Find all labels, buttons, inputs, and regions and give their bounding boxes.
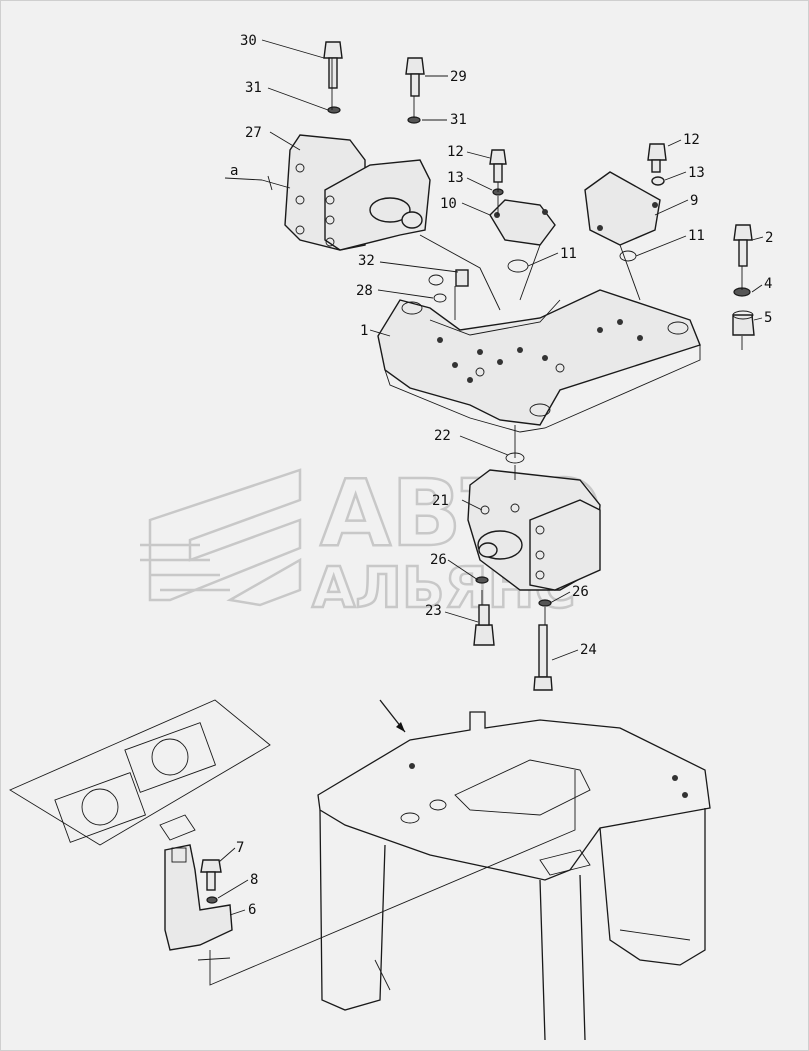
callout-30: 30 — [240, 33, 257, 49]
valve-assembly-upper — [284, 134, 431, 251]
callout-2: 2 — [765, 230, 773, 246]
callout-7: 7 — [236, 840, 244, 856]
tractor-frame — [317, 711, 711, 1041]
callout-21: 21 — [432, 493, 449, 509]
callout-27: 27 — [245, 125, 262, 141]
callout-labels: 30 29 31 31 27 a 12 12 13 13 10 9 11 11 … — [230, 33, 773, 918]
callout-11-right: 11 — [688, 228, 705, 244]
callout-1: 1 — [360, 323, 368, 339]
cover-plates — [489, 171, 661, 246]
callout-23: 23 — [425, 603, 442, 619]
bracket — [164, 844, 233, 951]
callout-31-right: 31 — [450, 112, 467, 128]
gasket-plate — [9, 699, 271, 846]
callout-22: 22 — [434, 428, 451, 444]
callout-29: 29 — [450, 69, 467, 85]
callout-32: 32 — [358, 253, 375, 269]
leader-lines — [197, 39, 764, 986]
fasteners — [200, 41, 755, 904]
callout-a: a — [230, 163, 238, 179]
callout-31-left: 31 — [245, 80, 262, 96]
callout-10: 10 — [440, 196, 457, 212]
callout-5: 5 — [764, 310, 772, 326]
callout-26-left: 26 — [430, 552, 447, 568]
callout-9: 9 — [690, 193, 698, 209]
callout-12-center: 12 — [447, 144, 464, 160]
callout-6: 6 — [248, 902, 256, 918]
callout-8: 8 — [250, 872, 258, 888]
valve-assembly-lower — [467, 469, 601, 591]
callout-24: 24 — [580, 642, 597, 658]
mounting-plate — [377, 289, 701, 433]
callout-13-center: 13 — [447, 170, 464, 186]
callout-26-right: 26 — [572, 584, 589, 600]
callout-4: 4 — [764, 276, 772, 292]
callout-12-right: 12 — [683, 132, 700, 148]
callout-11-left: 11 — [560, 246, 577, 262]
callout-28: 28 — [356, 283, 373, 299]
callout-13-right: 13 — [688, 165, 705, 181]
